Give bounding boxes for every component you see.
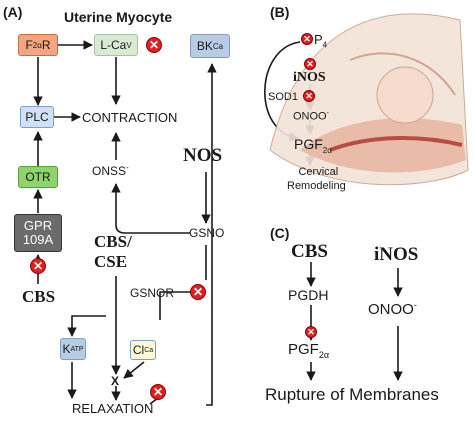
p4-label: P4 — [314, 32, 328, 50]
relaxation-label: RELAXATION — [72, 401, 154, 416]
cbs-label-a: CBS — [22, 287, 56, 306]
gsno-label: GSNO — [189, 226, 225, 240]
cervical-remodeling-label: Cervical Remodeling — [287, 166, 346, 192]
sod1-label: SOD1 — [268, 91, 298, 103]
gsnor-label: GSNOR — [130, 286, 175, 300]
panel-a-title: Uterine Myocyte — [64, 9, 173, 25]
inos-label-c: iNOS — [374, 244, 419, 265]
inhibit-p4-inos-icon: ✕ — [304, 58, 316, 70]
arrow-to-bkca — [206, 63, 217, 406]
onoo-label-b: ONOO- — [293, 110, 329, 123]
inhibit-p4-icon: ✕ — [301, 33, 313, 45]
nos-label: NOS — [183, 145, 223, 166]
arrow-cbscse-katp — [67, 315, 106, 337]
line-gsnor — [159, 291, 190, 320]
contraction-label: CONTRACTION — [82, 110, 178, 125]
x-junction-label: X — [111, 374, 120, 388]
cbs-label-c: CBS — [291, 241, 328, 262]
onss-label: ONSS- — [92, 163, 129, 178]
cbs-cse-label: CBS/CSE — [94, 232, 132, 271]
arrow-p4-pgf-loop — [264, 41, 301, 142]
panel-c-label: (C) — [270, 225, 290, 241]
otr-box: OTR — [18, 166, 58, 188]
onoo-label-c: ONOO- — [368, 300, 417, 318]
panel-a-label: (A) — [3, 4, 23, 20]
inhibit-clca-icon: ✕ — [150, 384, 166, 400]
plc-box: PLC — [20, 106, 54, 128]
rupture-label: Rupture of Membranes — [265, 385, 439, 404]
panel-b-label: (B) — [270, 4, 290, 20]
arrow-gsno-onss — [111, 183, 190, 234]
inhibit-pgdh-icon: ✕ — [305, 326, 317, 338]
pgf-label-b: PGF2α — [294, 136, 332, 155]
inhibit-sod1-icon: ✕ — [303, 90, 315, 102]
inhibit-gsnor-icon: ✕ — [190, 284, 206, 300]
pgf-label-c: PGF2α — [288, 341, 330, 360]
inhibit-lcav-bkca-icon: ✕ — [146, 37, 162, 53]
arrow-clca-x — [123, 361, 145, 379]
inos-label-b: iNOS — [293, 70, 326, 85]
inhibit-gpr-icon: ✕ — [30, 258, 46, 274]
pgdh-label: PGDH — [288, 287, 329, 303]
